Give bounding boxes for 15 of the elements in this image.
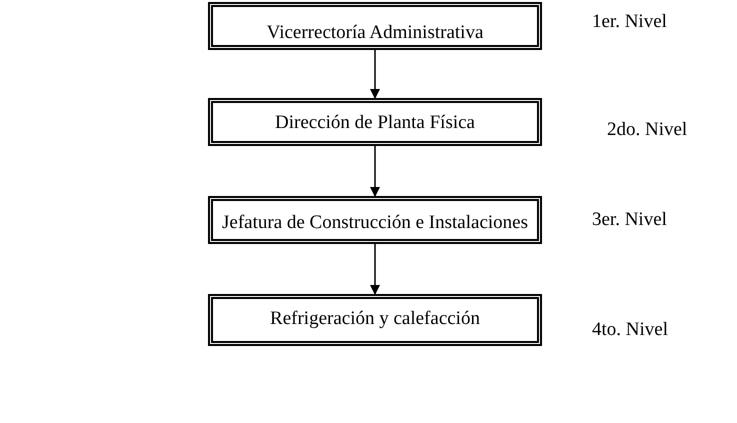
arrow <box>370 244 380 295</box>
level-label: 3er. Nivel <box>592 208 667 232</box>
process-box <box>208 98 542 146</box>
process-box <box>208 196 542 244</box>
level-label: 2do. Nivel <box>607 118 688 142</box>
level-label: 4to. Nivel <box>592 318 668 342</box>
box-text: Refrigeración y calefacción <box>270 307 480 331</box>
process-box <box>208 294 542 346</box>
box-text: Jefatura de Construcción e Instalaciones <box>222 211 528 235</box>
arrow <box>370 50 380 99</box>
box-text: Vicerrectoría Administrativa <box>266 21 484 45</box>
process-box <box>208 2 542 50</box>
arrow <box>370 146 380 197</box>
level-label: 1er. Nivel <box>592 10 667 34</box>
box-text: Dirección de Planta Física <box>275 111 475 135</box>
